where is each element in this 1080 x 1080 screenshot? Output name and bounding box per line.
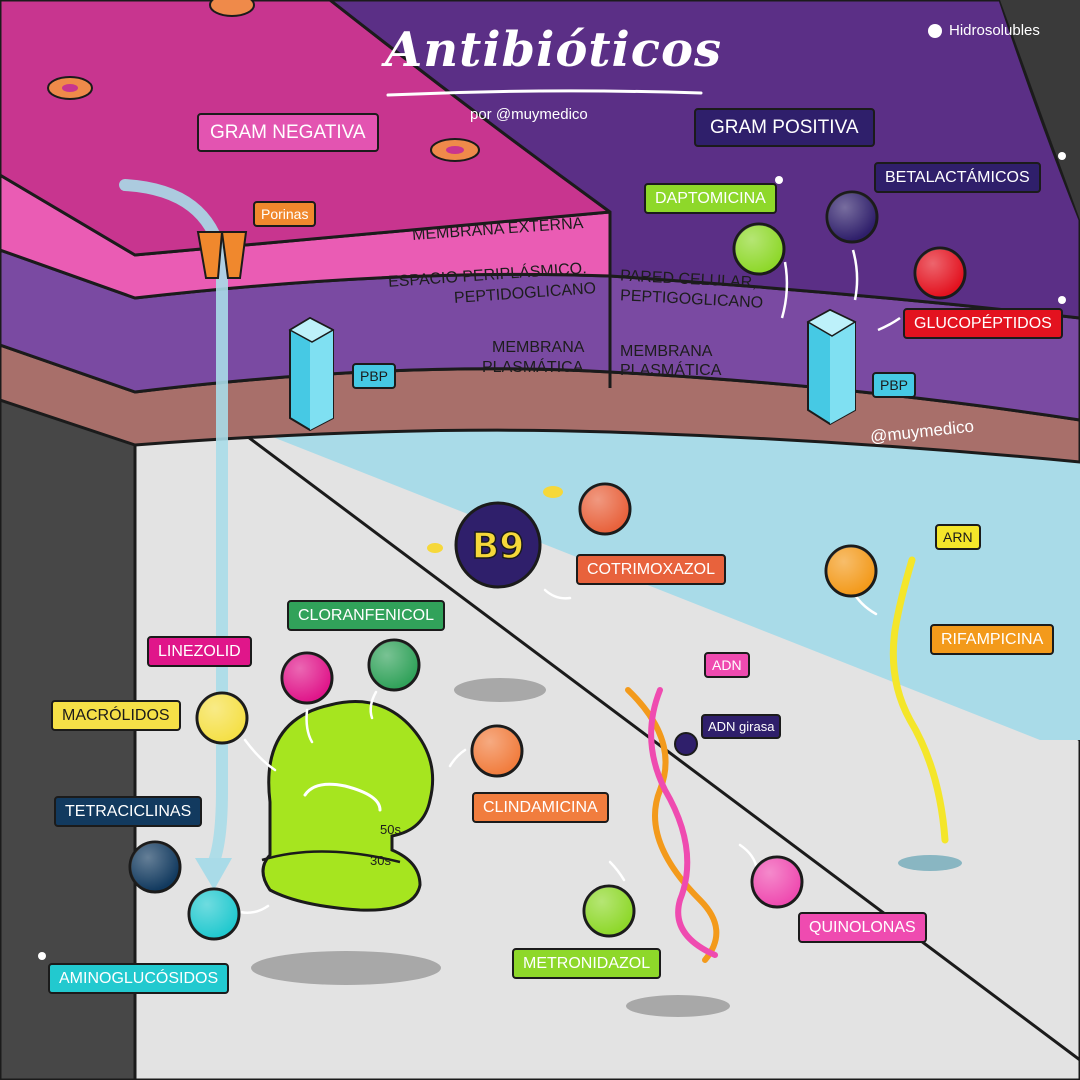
ribosome-subunit-line xyxy=(261,850,401,864)
label-metronidazol: METRONIDAZOL xyxy=(512,948,662,979)
surface-spot xyxy=(209,0,255,17)
b9-label: B9 xyxy=(472,526,525,567)
legend-label: Hidrosolubles xyxy=(949,22,1040,39)
title-underline xyxy=(386,89,703,97)
hydrosoluble-marker xyxy=(1058,152,1066,160)
rna-shadow xyxy=(898,855,962,871)
corner-shade xyxy=(1000,0,1080,220)
label-cotrimoxazol: COTRIMOXAZOL xyxy=(576,554,727,585)
arrow-betalactamicos xyxy=(851,249,859,301)
dna-strand-orange xyxy=(625,687,720,963)
hydrosoluble-marker xyxy=(775,176,783,184)
page-subtitle: por @muymedico xyxy=(470,106,588,123)
label-betalactamicos: BETALACTÁMICOS xyxy=(874,162,1041,193)
ribosome-shine xyxy=(303,782,382,812)
page-title: Antibióticos xyxy=(385,22,723,78)
label-rna: ARN xyxy=(935,524,981,550)
gram-positive-surface xyxy=(327,0,1080,320)
label-porins: Porinas xyxy=(253,201,317,227)
label-pbp-right: PBP xyxy=(872,372,917,398)
pbp-crystal-left xyxy=(288,316,335,432)
legend-dot-icon xyxy=(928,23,942,38)
label-plasma-left-2: PLASMÁTICA xyxy=(482,359,584,376)
dna-shadow xyxy=(626,995,730,1017)
dna-strand-pink xyxy=(648,687,718,958)
ribosome-shadow xyxy=(251,951,441,985)
label-plasma-right-1: MEMBRANA xyxy=(620,343,713,360)
label-aminoglucosidos: AMINOGLUCÓSIDOS xyxy=(48,963,230,994)
b9-drop xyxy=(427,543,443,553)
label-plasma-right-2: PLASMÁTICA xyxy=(620,362,722,379)
label-gram-negative: GRAM NEGATIVA xyxy=(197,113,379,152)
porin-channel-right xyxy=(220,231,248,279)
cytoplasm-divider xyxy=(231,423,1080,1062)
b9-circle xyxy=(454,501,542,589)
label-linezolid: LINEZOLID xyxy=(147,636,252,667)
label-dna: ADN xyxy=(704,652,750,678)
pbp-crystal-right xyxy=(806,308,857,426)
label-plasma-left-1: MEMBRANA xyxy=(492,339,585,356)
hydrosoluble-marker xyxy=(1058,296,1066,304)
label-ribosome-30s: 30s xyxy=(370,853,391,868)
entry-path-arrowhead xyxy=(195,858,232,890)
arrow-glucopeptidos xyxy=(877,316,901,332)
surface-spot-hole xyxy=(62,84,78,92)
dna-gyrase-dot xyxy=(674,732,698,756)
cloranfenicol-shadow xyxy=(454,678,546,702)
label-quinolonas: QUINOLONAS xyxy=(798,912,927,943)
entry-path-arrow xyxy=(119,179,228,876)
label-tetraciclinas: TETRACICLINAS xyxy=(54,796,203,827)
label-dna-gyrase: ADN girasa xyxy=(701,714,782,739)
label-rifampicina: RIFAMPICINA xyxy=(930,624,1055,655)
hydrosoluble-marker xyxy=(38,952,46,960)
porin-channel-left xyxy=(196,231,224,279)
legend-hydrosoluble: Hidrosolubles xyxy=(928,22,1040,39)
arrow-daptomicina xyxy=(780,261,789,319)
label-daptomicina: DAPTOMICINA xyxy=(644,183,777,214)
ribosome xyxy=(261,700,435,912)
label-ribosome-50s: 50s xyxy=(380,822,401,837)
label-gram-positive: GRAM POSITIVA xyxy=(694,108,875,147)
surface-spot-hole xyxy=(446,146,464,154)
rna-strand xyxy=(889,556,949,844)
label-glucopeptidos: GLUCOPÉPTIDOS xyxy=(903,308,1063,339)
label-clindamicina: CLINDAMICINA xyxy=(472,792,609,823)
label-pbp-left: PBP xyxy=(352,363,397,389)
b9-drop xyxy=(543,486,563,498)
label-macrolidos: MACRÓLIDOS xyxy=(51,700,181,731)
label-cloranfenicol: CLORANFENICOL xyxy=(287,600,446,631)
sphere-highlights xyxy=(131,193,964,938)
